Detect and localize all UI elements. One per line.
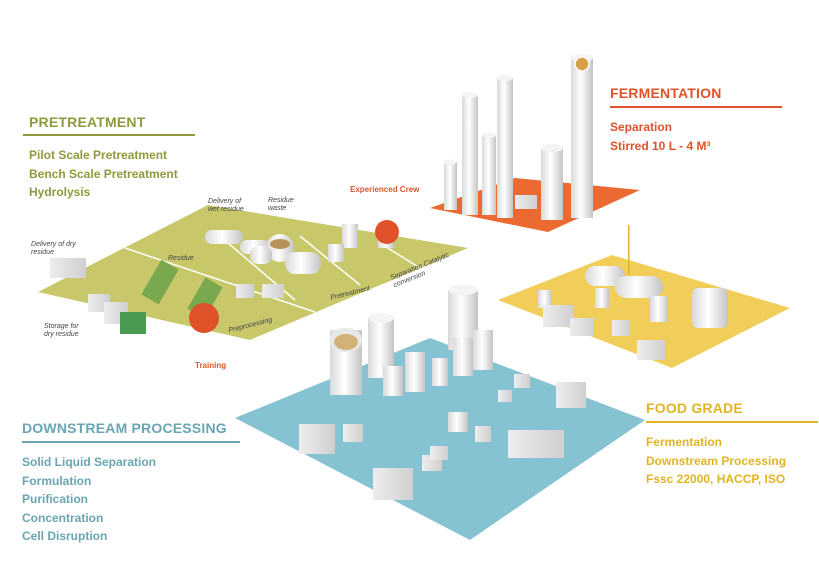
pretreatment-item: Hydrolysis — [29, 185, 91, 199]
pretreatment-rule — [23, 134, 195, 136]
downstream-title: DOWNSTREAM PROCESSING — [22, 420, 227, 436]
food-grade-item: Fermentation — [646, 435, 723, 449]
food-grade-equipment — [538, 266, 728, 360]
experienced-crew-label: Experienced Crew — [350, 185, 420, 194]
training-figure-badge — [189, 303, 219, 333]
pretreatment-platform — [38, 205, 468, 340]
downstream-equipment — [299, 285, 586, 500]
pretreatment-item: Bench Scale Pretreatment — [29, 166, 178, 181]
fermentation-tanks — [443, 54, 593, 220]
food-grade-item: Downstream Processing — [646, 453, 787, 468]
downstream-item: Purification — [22, 492, 89, 506]
residue-label: Residue — [168, 255, 194, 262]
fermentation-rule — [610, 106, 782, 108]
pretreatment-title: PRETREATMENT — [29, 114, 146, 130]
pretreatment-ground — [38, 205, 468, 340]
downstream-item: Concentration — [22, 510, 104, 525]
tank-porthole — [574, 56, 590, 72]
pretreatment-item: Pilot Scale Pretreatment — [29, 148, 168, 162]
food-grade-item: Fssc 22000, HACCP, ISO — [646, 472, 786, 486]
fermentation-section: FERMENTATION Separation Stirred 10 L - 4… — [610, 85, 782, 155]
fermentation-platform — [430, 54, 640, 232]
delivery-dry-residue-label: Delivery of dry residue — [31, 241, 76, 256]
delivery-wet-residue-label: Delivery of wet residue — [208, 198, 244, 213]
fermentation-title: FERMENTATION — [610, 85, 722, 101]
residue-waste-label: Residue waste — [268, 197, 294, 212]
downstream-section: DOWNSTREAM PROCESSING Solid Liquid Separ… — [22, 420, 240, 546]
storage-dry-residue-label: Storage for dry residue — [44, 323, 79, 338]
pretreatment-section: PRETREATMENT Pilot Scale Pretreatment Be… — [23, 114, 195, 202]
food-grade-ground — [498, 255, 790, 368]
downstream-platform — [235, 285, 645, 540]
fermentation-item: Stirred 10 L - 4 M³ — [610, 138, 711, 153]
food-grade-platform — [498, 225, 790, 368]
downstream-rule — [22, 441, 240, 443]
food-grade-rule — [646, 421, 818, 423]
downstream-item: Solid Liquid Separation — [22, 455, 157, 469]
fermentation-item: Separation — [610, 120, 673, 134]
training-label: Training — [195, 361, 227, 370]
downstream-item: Formulation — [22, 473, 92, 488]
food-grade-section: FOOD GRADE Fermentation Downstream Proce… — [646, 400, 818, 489]
experienced-crew-badge — [375, 220, 399, 244]
downstream-item: Cell Disruption — [22, 529, 108, 543]
food-grade-pole — [628, 225, 630, 275]
food-grade-title: FOOD GRADE — [646, 400, 743, 416]
